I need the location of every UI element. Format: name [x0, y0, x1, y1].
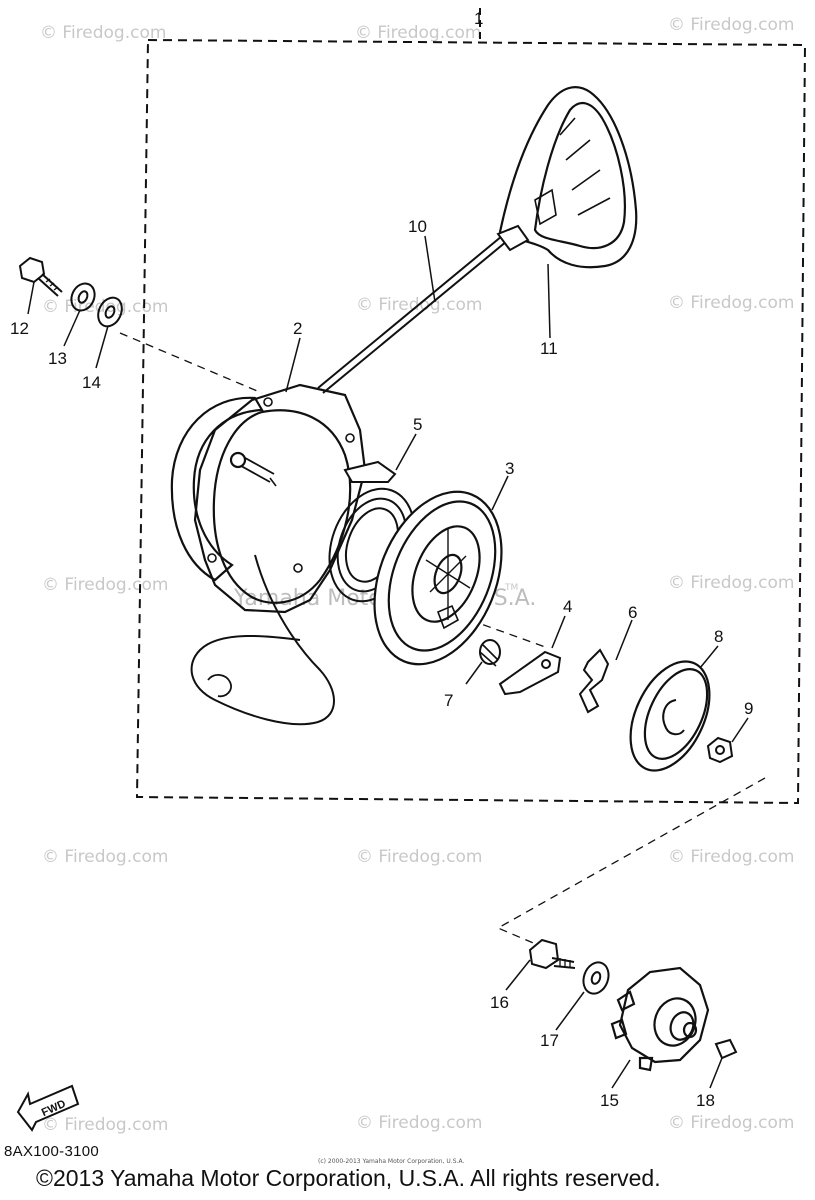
watermark: © Firedog.com: [356, 1113, 482, 1133]
drive-pawl-part-4: [498, 650, 562, 696]
callout-5: 5: [413, 415, 422, 434]
bolt-part-12: [18, 256, 63, 297]
watermark: © Firedog.com: [42, 297, 168, 317]
callout-labels: 1 2 3 4 5 6 7 8 9 10 11 12 13 14 15 16 1…: [10, 9, 753, 1110]
callout-17: 17: [540, 1031, 559, 1050]
washer-part-17: [582, 961, 610, 995]
spring-part-7: [479, 639, 501, 667]
tm-mark: TM: [504, 583, 518, 593]
starter-rope-part-10: [317, 224, 530, 394]
key-part-18: [714, 1038, 738, 1060]
callout-9: 9: [744, 699, 753, 718]
nut-part-9: [706, 736, 734, 764]
callout-1: 1: [474, 9, 483, 28]
callout-12: 12: [10, 319, 29, 338]
lock-washer-part-13: [70, 282, 96, 312]
watermark: © Firedog.com: [668, 573, 794, 593]
callout-6: 6: [628, 603, 637, 622]
starter-handle-part-11: [498, 86, 638, 269]
callout-10: 10: [408, 217, 427, 236]
watermark: © Firedog.com: [42, 1115, 168, 1135]
watermark: © Firedog.com: [668, 293, 794, 313]
sheave-drum-part-3: [373, 490, 503, 666]
leader-lines: [119, 332, 766, 949]
starter-case-part-2: [170, 383, 367, 726]
callout-16: 16: [490, 993, 509, 1012]
watermark: © Firedog.com: [668, 1113, 794, 1133]
watermark: © Firedog.com: [356, 847, 482, 867]
callout-2: 2: [293, 319, 302, 338]
watermark: © Firedog.com: [42, 847, 168, 867]
callout-15: 15: [600, 1091, 619, 1110]
callout-8: 8: [714, 627, 723, 646]
small-copyright-notice: (c) 2000-2013 Yamaha Motor Corporation, …: [318, 1158, 465, 1165]
callout-7: 7: [444, 691, 453, 710]
plate-part-8: [629, 660, 711, 772]
bolt-part-16: [528, 938, 576, 970]
callout-13: 13: [48, 349, 67, 368]
watermark: © Firedog.com: [668, 15, 794, 35]
copyright-text: ©2013 Yamaha Motor Corporation, U.S.A. A…: [36, 1165, 661, 1191]
callout-14: 14: [82, 373, 101, 392]
pulley-part-15: [610, 966, 710, 1072]
watermark: © Firedog.com: [42, 575, 168, 595]
assembly-boundary: [135, 8, 807, 805]
callout-11: 11: [540, 339, 558, 358]
watermark: © Firedog.com: [355, 23, 481, 43]
callout-4: 4: [563, 597, 572, 616]
clip-part-6: [578, 648, 610, 714]
callout-3: 3: [505, 459, 514, 478]
callout-18: 18: [696, 1091, 715, 1110]
callout-leaders: [27, 235, 749, 1089]
washer-part-14: [97, 296, 123, 328]
watermark: © Firedog.com: [668, 847, 794, 867]
watermark: © Firedog.com: [40, 23, 166, 43]
diagram-part-code: 8AX100-3100: [4, 1143, 100, 1160]
